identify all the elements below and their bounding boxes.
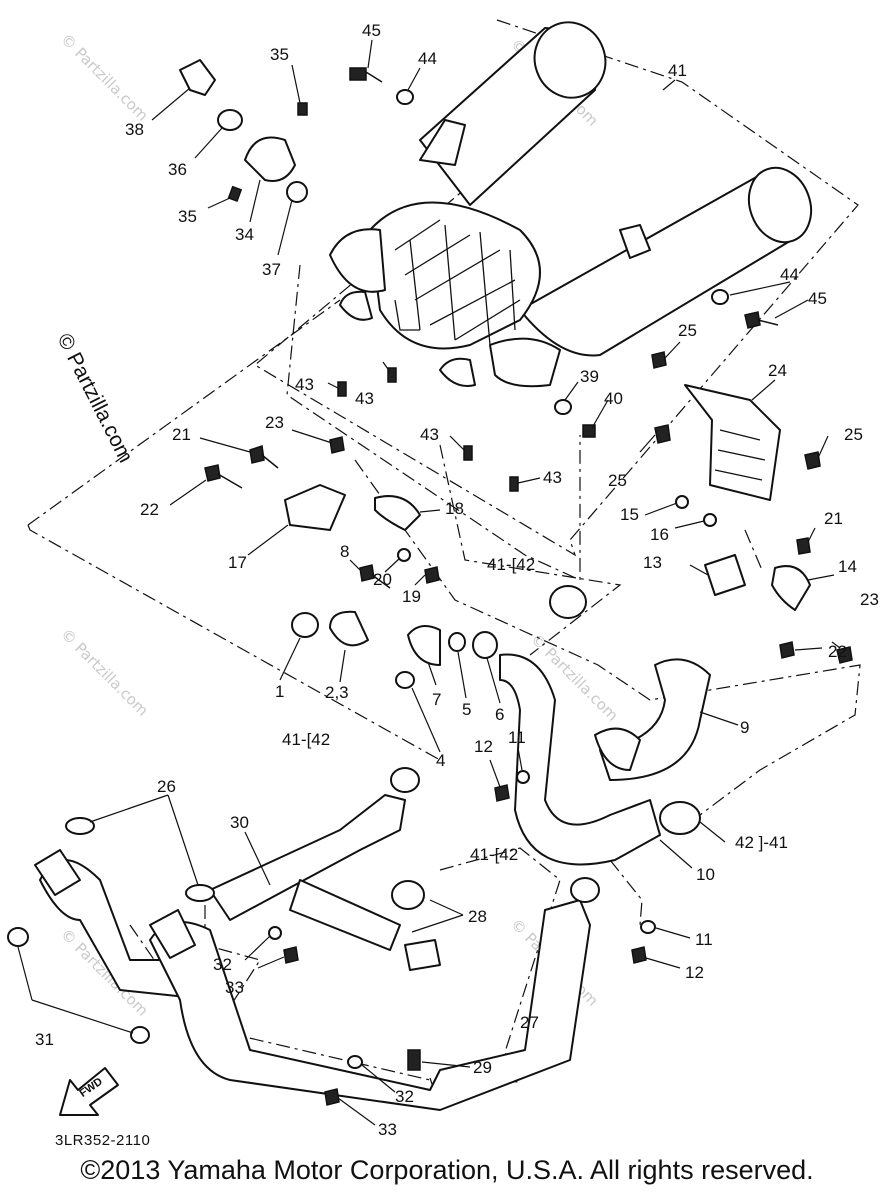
callout-14: 14 [838,557,857,576]
exhaust-pipes-rear [494,653,711,964]
callout-23: 23 [860,590,879,609]
callout-11: 11 [695,930,713,949]
part-44b [711,289,729,305]
watermark-partzilla: © Partzilla.com [53,330,138,467]
top-left-hardware [179,59,779,329]
callout-29: 29 [473,1058,492,1077]
callout-41-42: 41-[42 [470,845,518,864]
callout-24: 24 [768,361,787,380]
callout-41-42: 41-[42 [282,730,330,749]
callout-37: 37 [262,260,281,279]
callout-25: 25 [608,471,627,490]
callout-27: 27 [520,1013,539,1032]
callout-41: 41 [668,61,687,80]
muffler-assembly [329,21,813,388]
callout-15: 15 [620,505,639,524]
callout-45: 45 [362,21,381,40]
part-45a [349,67,383,83]
callout-1: 1 [275,682,284,701]
callout-38: 38 [125,120,144,139]
part-45b [744,311,779,329]
callout-32: 32 [213,955,232,974]
watermark: © Partzilla.com [57,625,152,720]
watermark: © Partzilla.com [57,30,152,125]
callout-42-41: 42 ]-41 [735,833,788,852]
callout-9: 9 [740,718,749,737]
joint-parts [291,548,587,689]
part-37 [286,181,308,203]
callout-36: 36 [168,160,187,179]
callout-labels: 45 44 35 41 38 36 35 34 37 44 45 25 24 4… [35,21,879,1139]
part-35b [227,185,243,203]
callout-33: 33 [378,1120,397,1139]
callout-45: 45 [808,289,827,308]
callout-39: 39 [580,367,599,386]
callout-18: 18 [445,499,464,518]
forward-direction-arrow: FWD [59,1067,119,1116]
callout-25: 25 [678,321,697,340]
callout-41-42: 41-[42 [487,555,535,574]
part-38 [179,59,216,96]
callout-21: 21 [824,509,843,528]
callout-17: 17 [228,553,247,572]
callout-5: 5 [462,700,471,719]
callout-26: 26 [157,777,176,796]
callout-43: 43 [543,468,562,487]
callout-32: 32 [395,1087,414,1106]
callout-2-3: 2,3 [325,683,349,702]
callout-22: 22 [828,642,847,661]
callout-31: 31 [35,1030,54,1049]
callout-10: 10 [696,865,715,884]
callout-16: 16 [650,525,669,544]
brackets-small [204,436,853,664]
callout-35: 35 [270,45,289,64]
callout-7: 7 [432,690,441,709]
callout-43: 43 [295,375,314,394]
assembly-outlines [27,19,861,1109]
part-35a [297,102,308,116]
joint-clamps [337,290,596,492]
callout-33: 33 [225,978,244,997]
callout-34: 34 [235,225,254,244]
watermarks: © Partzilla.com © Partzilla.com © Partzi… [53,30,622,1020]
callout-19: 19 [402,587,421,606]
callout-35: 35 [178,207,197,226]
callout-12: 12 [474,737,493,756]
exhaust-pipes-front [7,767,600,1111]
part-36 [217,109,243,131]
callout-6: 6 [495,705,504,724]
part-34 [244,136,296,182]
callout-44: 44 [780,265,799,284]
callout-13: 13 [643,553,662,572]
callout-25: 25 [844,425,863,444]
callout-22: 22 [140,500,159,519]
callout-43: 43 [420,425,439,444]
leader-lines [17,39,841,1126]
callout-40: 40 [604,389,623,408]
callout-30: 30 [230,813,249,832]
callout-12: 12 [685,963,704,982]
bracket-24 [651,351,821,501]
callout-44: 44 [418,49,437,68]
callout-43: 43 [355,389,374,408]
callout-23: 23 [265,413,284,432]
callout-11: 11 [508,728,526,747]
callout-28: 28 [468,907,487,926]
callout-4: 4 [436,751,445,770]
callout-20: 20 [373,570,392,589]
part-44a [396,89,414,105]
copyright-notice: ©2013 Yamaha Motor Corporation, U.S.A. A… [80,1155,814,1185]
callout-8: 8 [340,542,349,561]
callout-21: 21 [172,425,191,444]
diagram-code: 3LR352-2110 [55,1132,151,1149]
